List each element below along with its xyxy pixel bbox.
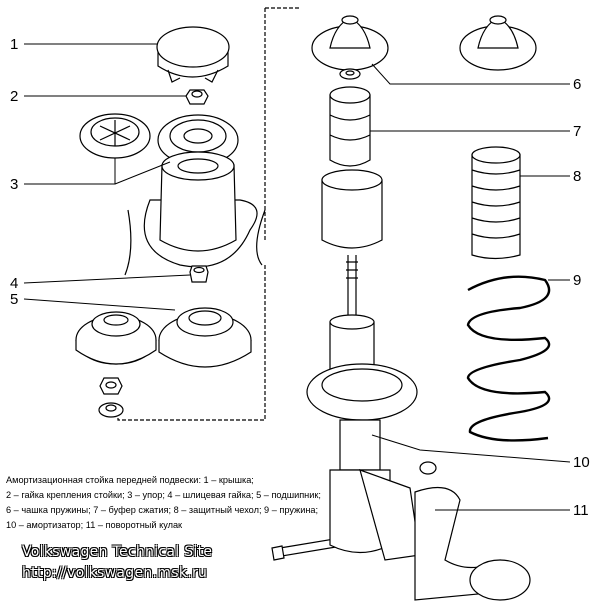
- part-protective-boot: [471, 146, 521, 260]
- callout-6: 6: [573, 76, 581, 93]
- watermark-site-name: Volkswagen Technical Site: [22, 544, 213, 560]
- part-washer: [339, 68, 361, 80]
- part-steering-knuckle: [329, 469, 531, 601]
- callout-7: 7: [573, 123, 581, 140]
- callout-leaders: [23, 43, 571, 511]
- part-slotted-nut: [189, 265, 209, 283]
- part-pinch-bolt: [271, 461, 437, 561]
- callout-1: 1: [10, 36, 18, 53]
- part-top-mount: [124, 151, 266, 276]
- callout-5: 5: [10, 291, 18, 308]
- part-cap: [156, 26, 230, 83]
- part-compression-buffer: [329, 86, 371, 167]
- part-strut-nut: [185, 89, 209, 105]
- part-damper-upper: [321, 169, 383, 321]
- callout-9: 9: [573, 272, 581, 289]
- figure-caption: Амортизационная стойка передней подвески…: [6, 473, 336, 533]
- part-shock-absorber: [306, 314, 418, 471]
- callout-11: 11: [573, 502, 589, 519]
- callout-4: 4: [10, 275, 18, 292]
- part-lower-nut-washer: [98, 377, 124, 418]
- callout-2: 2: [10, 88, 18, 105]
- part-spring-cup: [311, 15, 537, 71]
- caption-line-1: Амортизационная стойка передней подвески…: [6, 475, 254, 485]
- callout-10: 10: [573, 454, 590, 471]
- caption-line-4: 10 – амортизатор; 11 – поворотный кулак: [6, 520, 183, 530]
- caption-line-2: 2 – гайка крепления стойки; 3 – упор; 4 …: [6, 490, 321, 500]
- part-stop: [79, 113, 239, 166]
- caption-line-3: 6 – чашка пружины; 7 – буфер сжатия; 8 –…: [6, 505, 319, 515]
- callout-8: 8: [573, 168, 581, 185]
- part-bearing: [75, 307, 252, 368]
- callout-3: 3: [10, 176, 18, 193]
- part-coil-spring: [466, 275, 551, 442]
- watermark-url: http://volkswagen.msk.ru: [22, 565, 208, 581]
